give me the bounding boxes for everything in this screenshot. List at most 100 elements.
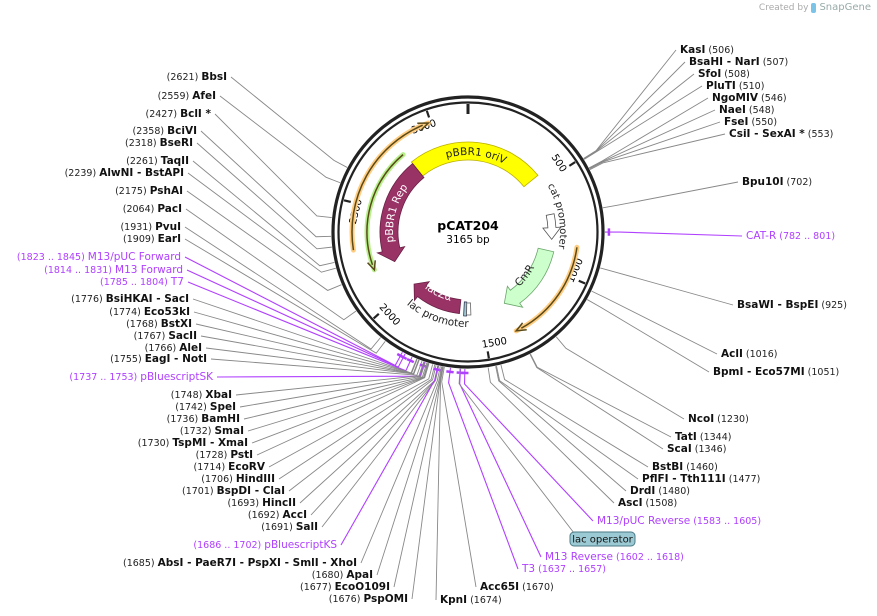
site-location: 1693 [231, 498, 255, 509]
leader-line [583, 49, 677, 159]
enzyme-label-taqii[interactable]: (2261) TaqII [126, 155, 189, 167]
enzyme-label-bsihkai-saci[interactable]: (1776) BsiHKAI - SacI [71, 293, 189, 305]
enzyme-label-bamhi[interactable]: (1736) BamHI [167, 413, 240, 425]
site-location: 1344 [704, 432, 728, 443]
enzyme-label-ecoo109i[interactable]: (1677) EcoO109I [300, 581, 390, 593]
enzyme-label-bsahi-nari[interactable]: BsaHI - NarI (507) [689, 56, 788, 68]
orf-arc-left[interactable] [351, 124, 423, 251]
enzyme-label-eagi-noti[interactable]: (1755) EagI - NotI [110, 353, 207, 365]
enzyme-label-tati[interactable]: TatI (1344) [675, 431, 731, 443]
enzyme-label-pluti[interactable]: PluTI (510) [706, 80, 764, 92]
primer-label-pbluescriptks[interactable]: (1686 .. 1702) pBluescriptKS [193, 539, 337, 551]
orf-arc-green[interactable] [366, 154, 404, 266]
enzyme-label-bspdi-clai[interactable]: (1701) BspDI - ClaI [182, 485, 285, 497]
orf-arc-right[interactable] [520, 247, 578, 329]
enzyme-label-afei[interactable]: (2559) AfeI [158, 90, 216, 102]
site-location: 1931 [124, 222, 148, 233]
enzyme-label-sacii[interactable]: (1767) SacII [134, 330, 197, 342]
site-location: 507 [766, 57, 784, 68]
enzyme-label-scai[interactable]: ScaI (1346) [667, 443, 726, 455]
site-name: BspDI - ClaI [217, 485, 285, 497]
enzyme-label-acci[interactable]: (1692) AccI [248, 509, 307, 521]
oriV-feature[interactable] [410, 141, 539, 188]
primer-label-t3[interactable]: T3 (1637 .. 1657) [521, 563, 606, 575]
enzyme-label-ecorv[interactable]: (1714) EcoRV [194, 461, 266, 473]
site-name: BamHI [201, 413, 240, 425]
site-location: 2427 [149, 109, 173, 120]
enzyme-label-hindiii[interactable]: (1706) HindIII [201, 473, 275, 485]
orf-arc-right-arrowhead-icon [514, 322, 527, 332]
site-name: SfoI [698, 68, 721, 80]
enzyme-label-eari[interactable]: (1909) EarI [123, 233, 181, 245]
enzyme-label-bbsi[interactable]: (2621) BbsI [167, 71, 227, 83]
enzyme-label-bseri[interactable]: (2318) BseRI [125, 137, 193, 149]
primer-label-m13-puc-forward[interactable]: (1823 .. 1845) M13/pUC Forward [17, 251, 181, 263]
enzyme-label-bstbi[interactable]: BstBI (1460) [652, 461, 718, 473]
site-location: 1051 [811, 367, 835, 378]
primer-label-m13-puc-reverse[interactable]: M13/pUC Reverse (1583 .. 1605) [597, 515, 761, 527]
site-location: 1767 [137, 331, 161, 342]
enzyme-label-naei[interactable]: NaeI (548) [719, 104, 775, 116]
primer-label-cat-r[interactable]: CAT-R (782 .. 801) [746, 230, 835, 242]
enzyme-label-kpni[interactable]: KpnI (1674) [440, 594, 502, 606]
enzyme-label-alwni-bstapi[interactable]: (2239) AlwNI - BstAPI [65, 167, 184, 179]
site-name: BsiHKAI - SacI [106, 293, 189, 305]
cmr-feature[interactable] [503, 247, 555, 308]
ring-tick-label: 500 [549, 152, 569, 174]
enzyme-label-xbai[interactable]: (1748) XbaI [171, 389, 232, 401]
site-location: 1230 [721, 414, 745, 425]
leader-line [583, 85, 703, 160]
enzyme-label-alei[interactable]: (1766) AleI [145, 342, 202, 354]
enzyme-label-absi-paer7i-pspxi-smli-xhoi[interactable]: (1685) AbsI - PaeR7I - PspXI - SmlI - Xh… [123, 557, 357, 569]
lacz-feature[interactable] [413, 281, 462, 314]
enzyme-label-bcivi[interactable]: (2358) BciVI [133, 125, 198, 137]
enzyme-label-psti[interactable]: (1728) PstI [196, 449, 253, 461]
site-name: T7 [170, 276, 184, 288]
enzyme-label-ncoi[interactable]: NcoI (1230) [688, 413, 749, 425]
enzyme-label-bstxi[interactable]: (1768) BstXI [126, 318, 192, 330]
primer-label-pbluescriptsk[interactable]: (1737 .. 1753) pBluescriptSK [69, 371, 214, 383]
lac-promoter-marker[interactable] [466, 302, 472, 316]
primer-label-m13-reverse[interactable]: M13 Reverse (1602 .. 1618) [545, 551, 684, 563]
enzyme-label-csii-sexai[interactable]: CsiI - SexAI * (553) [729, 128, 833, 140]
site-location: 1706 [205, 474, 229, 485]
site-location: 2318 [129, 138, 153, 149]
enzyme-label-acli[interactable]: AclI (1016) [721, 348, 778, 360]
site-location: 1768 [130, 319, 154, 330]
leader-line [602, 181, 739, 209]
cat-promoter-arrow[interactable] [542, 213, 562, 240]
ring-tick [486, 351, 490, 359]
enzyme-label-sfoi[interactable]: SfoI (508) [698, 68, 750, 80]
enzyme-label-fsei[interactable]: FseI (550) [724, 116, 777, 128]
enzyme-label-apai[interactable]: (1680) ApaI [312, 569, 373, 581]
enzyme-label-bpmi-eco57mi[interactable]: BpmI - Eco57MI (1051) [713, 366, 839, 378]
enzyme-label-eco53ki[interactable]: (1774) Eco53kI [109, 306, 190, 318]
enzyme-label-pvui[interactable]: (1931) PvuI [120, 221, 181, 233]
site-name: PspOMI [363, 593, 408, 605]
primer-label-t7[interactable]: (1785 .. 1804) T7 [100, 276, 184, 288]
lac-operator-marker[interactable] [463, 301, 468, 317]
lac-operator-box[interactable] [569, 531, 636, 547]
enzyme-label-ngomiv[interactable]: NgoMIV (546) [712, 92, 787, 104]
enzyme-label-smai[interactable]: (1732) SmaI [180, 425, 244, 437]
enzyme-label-spei[interactable]: (1742) SpeI [175, 401, 236, 413]
primer-label-m13-forward[interactable]: (1814 .. 1831) M13 Forward [44, 264, 183, 276]
enzyme-label-acc65i[interactable]: Acc65I (1670) [480, 581, 554, 593]
enzyme-label-bsawi-bspei[interactable]: BsaWI - BspEI (925) [737, 299, 847, 311]
enzyme-label-bcli[interactable]: (2427) BclI * [145, 108, 211, 120]
enzyme-label-paci[interactable]: (2064) PacI [123, 203, 182, 215]
leader-line [205, 347, 420, 375]
rep-feature[interactable] [376, 163, 425, 263]
enzyme-label-bpu10i[interactable]: Bpu10I (702) [742, 176, 812, 188]
leader-line [591, 290, 718, 355]
enzyme-label-sali[interactable]: (1691) SalI [261, 521, 318, 533]
lac-operator-label: lac operator [572, 535, 633, 546]
enzyme-label-pflfi-tth111i[interactable]: PflFI - Tth111I (1477) [642, 473, 760, 485]
enzyme-label-hincii[interactable]: (1693) HincII [227, 497, 296, 509]
enzyme-label-asci[interactable]: AscI (1508) [618, 497, 677, 509]
enzyme-label-pshai[interactable]: (2175) PshAI [115, 185, 183, 197]
enzyme-label-drdi[interactable]: DrdI (1480) [630, 485, 690, 497]
enzyme-label-kasi[interactable]: KasI (506) [680, 44, 734, 56]
enzyme-label-pspomi[interactable]: (1676) PspOMI [329, 593, 408, 605]
enzyme-label-tspmi-xmai[interactable]: (1730) TspMI - XmaI [138, 437, 248, 449]
